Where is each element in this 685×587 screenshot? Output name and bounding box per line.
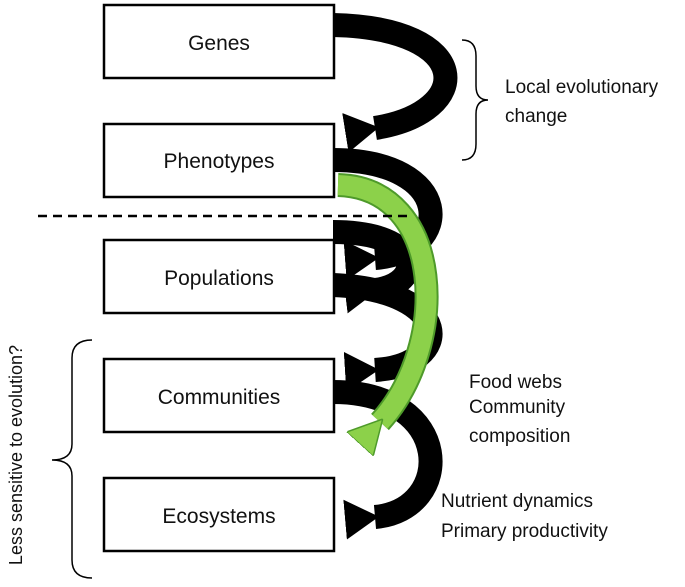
box-communities: Communities — [102, 357, 336, 434]
box-phenotypes: Phenotypes — [102, 122, 336, 199]
box-phenotypes-label: Phenotypes — [164, 150, 275, 173]
left-brace — [51, 339, 93, 579]
community-text-line3: composition — [469, 426, 570, 447]
arrow-genes-to-phenotypes — [332, 13, 458, 153]
community-text-line2: Community — [469, 397, 566, 418]
local-change-text-line1: Local evolutionary — [505, 77, 659, 98]
level-boxes: Genes Phenotypes Populations Communities… — [102, 3, 336, 553]
ecosystem-text-line1: Nutrient dynamics — [441, 491, 593, 512]
community-text-line1: Food webs — [469, 372, 562, 393]
ecosystem-text-line2: Primary productivity — [441, 521, 608, 542]
box-communities-label: Communities — [158, 386, 281, 409]
arrow-communities-to-ecosystems — [332, 380, 443, 540]
arrow-phenotypes-to-communities-highlight-fill — [337, 175, 437, 422]
local-change-brace — [461, 39, 489, 161]
box-genes-label: Genes — [188, 32, 250, 55]
box-populations: Populations — [102, 238, 336, 315]
box-populations-label: Populations — [164, 267, 274, 290]
box-ecosystems: Ecosystems — [102, 476, 336, 553]
box-genes: Genes — [102, 3, 336, 80]
box-ecosystems-label: Ecosystems — [162, 505, 275, 528]
side-label: Less sensitive to evolution? — [6, 345, 26, 565]
local-change-text-line2: change — [505, 106, 567, 127]
